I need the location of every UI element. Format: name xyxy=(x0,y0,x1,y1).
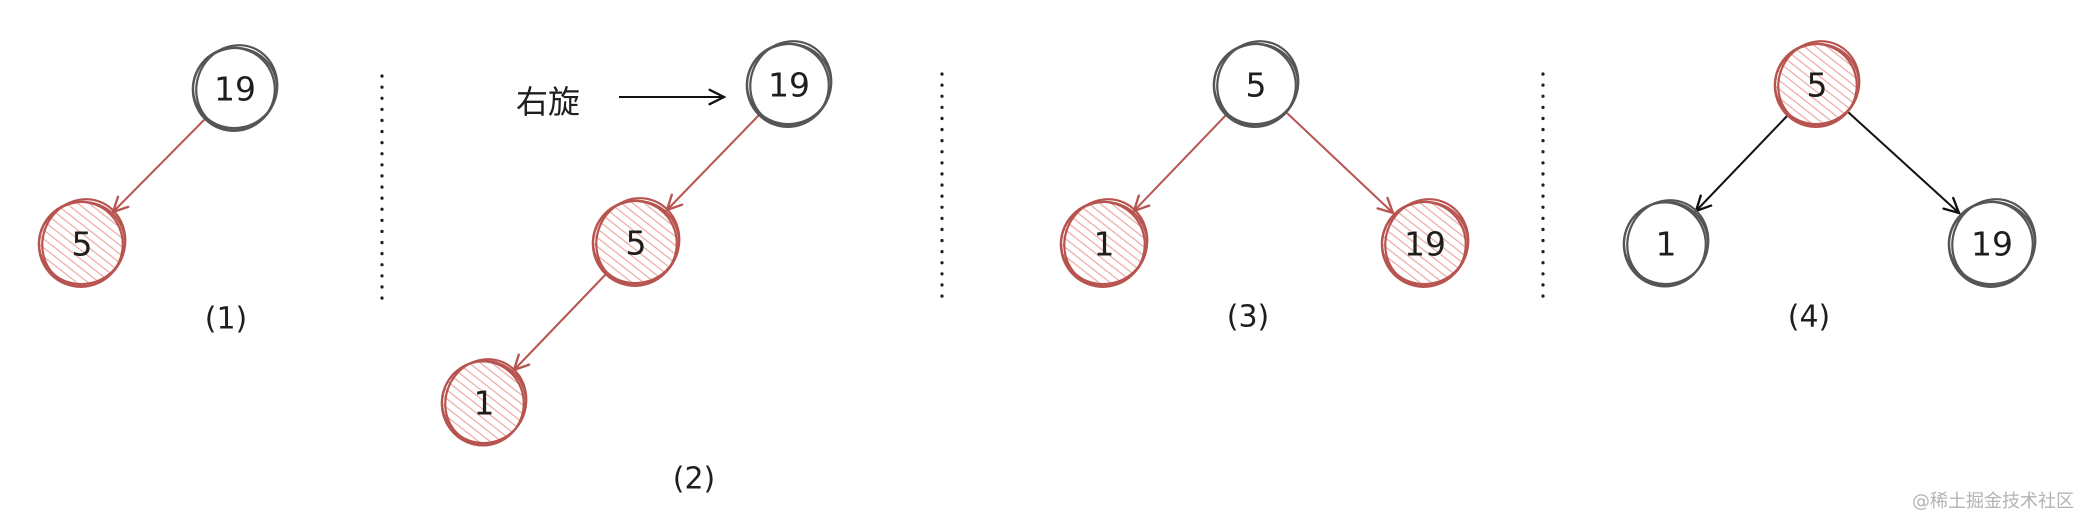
node-19: 19 xyxy=(191,44,279,132)
watermark: @稀土掘金技术社区 xyxy=(1912,491,2074,512)
node-5: 5 xyxy=(37,198,127,288)
node-value: 1 xyxy=(474,384,495,423)
node-value: 19 xyxy=(1404,225,1446,264)
node-value: 1 xyxy=(1656,225,1677,264)
node-value: 5 xyxy=(1246,66,1267,105)
node-19: 19 xyxy=(1947,198,2037,288)
panel-label: (4) xyxy=(1788,300,1831,335)
node-value: 5 xyxy=(626,224,647,263)
edge-5-to-1 xyxy=(1696,114,1789,211)
node-19: 19 xyxy=(745,40,833,128)
panel-4: 5 1 19 (4) xyxy=(1622,40,2037,335)
edge-5-to-19 xyxy=(1847,111,1959,213)
rotation-annotation: 右旋 xyxy=(516,83,580,121)
node-value: 5 xyxy=(72,225,93,264)
edge-5-to-1 xyxy=(514,272,608,370)
panel-3: 5 1 19 (3) xyxy=(1059,40,1470,335)
node-value: 19 xyxy=(768,66,810,105)
edge-19-to-5 xyxy=(113,117,207,212)
node-1: 1 xyxy=(1059,198,1149,288)
panel-label: (1) xyxy=(205,302,248,337)
node-value: 5 xyxy=(1807,66,1828,105)
panel-label: (2) xyxy=(673,462,716,497)
node-5: 5 xyxy=(1773,40,1861,128)
node-value: 1 xyxy=(1094,225,1115,264)
node-1: 1 xyxy=(440,358,528,447)
node-1: 1 xyxy=(1622,199,1710,288)
edge-19-to-5 xyxy=(667,113,761,210)
node-5: 5 xyxy=(591,197,681,287)
panel-2: 右旋 19 5 1 (2) xyxy=(440,40,833,497)
panel-1: 19 5 (1) xyxy=(37,44,279,337)
node-5: 5 xyxy=(1212,40,1300,128)
node-value: 19 xyxy=(214,70,256,109)
edge-5-to-1 xyxy=(1134,113,1228,211)
node-19: 19 xyxy=(1380,198,1470,288)
edge-5-to-19 xyxy=(1286,112,1393,213)
panel-label: (3) xyxy=(1227,300,1270,335)
node-value: 19 xyxy=(1971,225,2013,264)
